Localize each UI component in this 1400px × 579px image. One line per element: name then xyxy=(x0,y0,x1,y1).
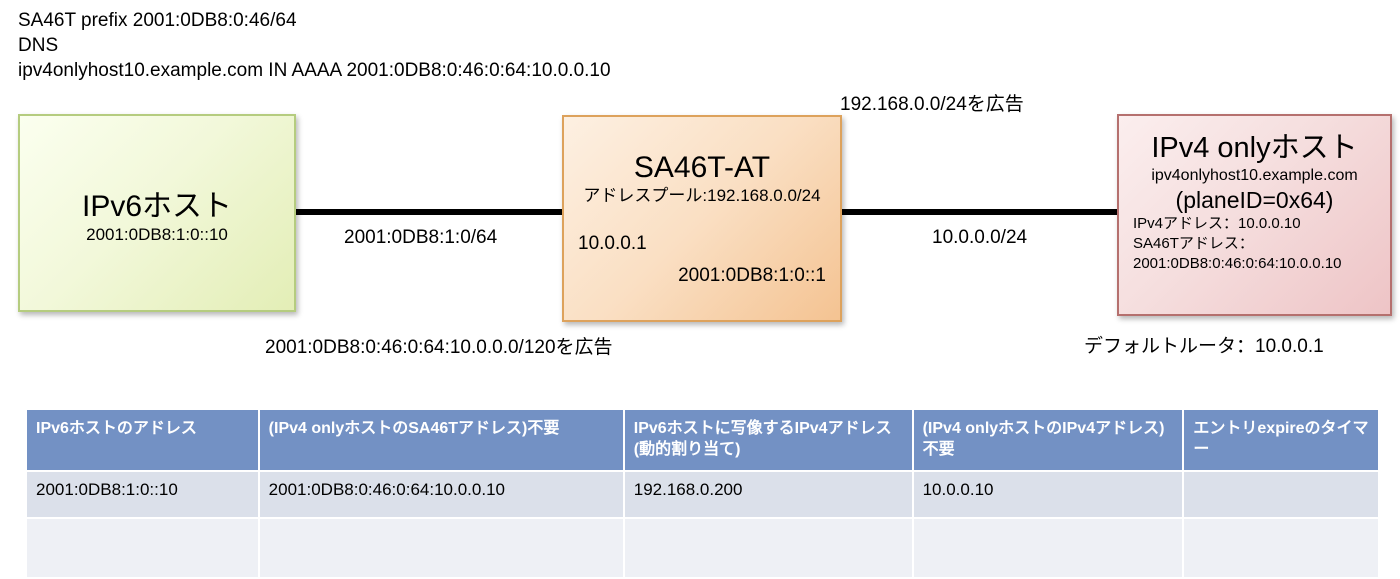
label-link-right: 10.0.0.0/24 xyxy=(932,227,1028,248)
node-ipv4-only-host-title: IPv4 onlyホスト xyxy=(1151,132,1358,164)
link-line-left xyxy=(292,209,566,215)
node-sa46t-at-ipv6: 2001:0DB8:1:0::1 xyxy=(678,265,826,286)
node-ipv4-only-host-sa46t-label: SA46Tアドレス： xyxy=(1133,235,1254,252)
table-cell-mapped-ipv4 xyxy=(624,519,912,577)
node-ipv6-host[interactable]: IPv6ホスト 2001:0DB8:1:0::10 xyxy=(18,114,296,312)
table-cell-ipv6-address xyxy=(27,519,258,577)
table-row[interactable] xyxy=(27,519,1378,577)
table-cell-sa46t-address: 2001:0DB8:0:46:0:64:10.0.0.10 xyxy=(259,472,623,517)
mapping-table: IPv6ホストのアドレス (IPv4 onlyホストのSA46Tアドレス)不要 … xyxy=(25,408,1380,579)
table-cell-expire-timer xyxy=(1184,472,1378,517)
node-sa46t-at[interactable]: SA46T-AT アドレスプール:192.168.0.0/24 10.0.0.1… xyxy=(562,115,842,322)
node-sa46t-at-title: SA46T-AT xyxy=(633,151,771,184)
table-header-row: IPv6ホストのアドレス (IPv4 onlyホストのSA46Tアドレス)不要 … xyxy=(27,410,1378,470)
table-cell-ipv4-address: 10.0.0.10 xyxy=(913,472,1183,517)
label-default-router: デフォルトルータ：10.0.0.1 xyxy=(1084,336,1324,357)
note-dns-record: ipv4onlyhost10.example.com IN AAAA 2001:… xyxy=(18,60,611,81)
node-ipv4-only-host-fqdn: ipv4onlyhost10.example.com xyxy=(1151,167,1358,184)
node-ipv4-only-host-sa46t-value: 2001:0DB8:0:46:0:64:10.0.0.10 xyxy=(1133,255,1342,272)
diagram-canvas: SA46T prefix 2001:0DB8:0:46/64 DNS ipv4o… xyxy=(18,8,1392,577)
table-header-sa46t-address: (IPv4 onlyホストのSA46Tアドレス)不要 xyxy=(259,410,623,470)
table-cell-expire-timer xyxy=(1184,519,1378,577)
table-header-ipv6-address: IPv6ホストのアドレス xyxy=(27,410,258,470)
table-cell-sa46t-address xyxy=(259,519,623,577)
node-ipv4-only-host[interactable]: IPv4 onlyホスト ipv4onlyhost10.example.com … xyxy=(1117,114,1392,316)
note-sa46t-prefix: SA46T prefix 2001:0DB8:0:46/64 xyxy=(18,10,297,31)
node-sa46t-at-pool: アドレスプール:192.168.0.0/24 xyxy=(583,186,821,205)
node-ipv4-only-host-planeid: (planeID=0x64) xyxy=(1175,187,1334,213)
label-advertise-v4-pool: 192.168.0.0/24を広告 xyxy=(840,94,1024,115)
node-sa46t-at-ipv4: 10.0.0.1 xyxy=(578,233,647,254)
table-header-ipv4-address: (IPv4 onlyホストのIPv4アドレス)不要 xyxy=(913,410,1183,470)
header-notes: SA46T prefix 2001:0DB8:0:46/64 DNS ipv4o… xyxy=(18,8,611,83)
node-ipv6-host-title: IPv6ホスト xyxy=(81,190,233,223)
node-ipv6-host-address: 2001:0DB8:1:0::10 xyxy=(86,225,228,244)
node-ipv4-only-host-ipv4: IPv4アドレス：10.0.0.10 xyxy=(1133,215,1301,232)
note-dns-label: DNS xyxy=(18,35,59,56)
label-advertise-sa46t: 2001:0DB8:0:46:0:64:10.0.0.0/120を広告 xyxy=(265,337,613,358)
link-line-right xyxy=(838,209,1121,215)
table-header-expire-timer: エントリexpireのタイマー xyxy=(1184,410,1378,470)
table-cell-mapped-ipv4: 192.168.0.200 xyxy=(624,472,912,517)
table-header-mapped-ipv4: IPv6ホストに写像するIPv4アドレス(動的割り当て) xyxy=(624,410,912,470)
table-cell-ipv6-address: 2001:0DB8:1:0::10 xyxy=(27,472,258,517)
table-row[interactable]: 2001:0DB8:1:0::10 2001:0DB8:0:46:0:64:10… xyxy=(27,472,1378,517)
label-link-left: 2001:0DB8:1:0/64 xyxy=(344,227,498,248)
table-cell-ipv4-address xyxy=(913,519,1183,577)
